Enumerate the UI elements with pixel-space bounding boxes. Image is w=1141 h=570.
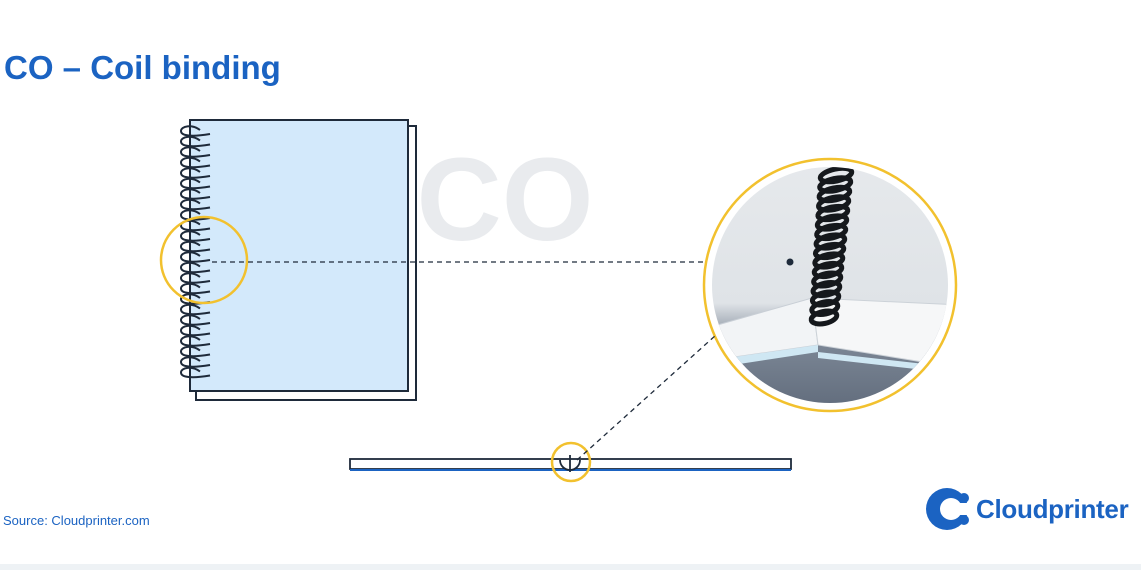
coil-loop	[179, 324, 211, 337]
zoom-circle-side	[550, 441, 592, 483]
focus-dot	[786, 258, 794, 266]
coil-loop	[179, 135, 211, 148]
coil-loop	[179, 356, 211, 368]
coil-loop	[179, 293, 211, 305]
notebook-illustration	[179, 119, 417, 401]
coil-photo	[702, 157, 958, 413]
page-title: CO – Coil binding	[4, 49, 281, 86]
photo-coil-loop	[814, 222, 849, 242]
coil-loop	[179, 188, 211, 200]
photo-coil-loop	[811, 270, 844, 289]
photo-coil-loop	[816, 184, 853, 204]
coil-loop	[179, 198, 211, 211]
coil-loop	[179, 335, 211, 347]
coil-loop	[179, 146, 211, 158]
notebook-cover	[189, 119, 409, 392]
coil-loop	[179, 366, 211, 379]
photo-coil-loop	[810, 279, 843, 299]
photo-coil-loop	[814, 213, 850, 232]
coil-loop	[179, 177, 211, 190]
coil-loop	[179, 261, 211, 274]
photo-coil-loop	[817, 167, 855, 185]
coil-loop	[179, 303, 211, 316]
coil-loop	[179, 251, 211, 263]
source-caption: Source: Cloudprinter.com	[3, 513, 150, 528]
cloudprinter-c-logo-icon	[926, 488, 970, 530]
coil-loop	[179, 230, 211, 242]
open-book-side-view	[349, 441, 792, 483]
photo-coil-loop	[813, 232, 848, 251]
coil-loop	[179, 272, 211, 284]
footer-band	[0, 564, 1141, 570]
photo-coil-loop	[811, 260, 845, 280]
photo-coil-loop	[817, 175, 854, 194]
photo-coil-loop	[808, 308, 840, 327]
photo-coil-loop	[812, 251, 846, 270]
coil-loop	[179, 282, 211, 295]
photo-coil-loop	[809, 299, 841, 317]
coil-loop	[179, 219, 211, 232]
coil-loop	[179, 314, 211, 326]
coil-loop	[179, 209, 211, 221]
spiral-coil	[179, 125, 211, 379]
coil-loop	[179, 156, 211, 169]
zoom-circle-notebook	[159, 215, 249, 305]
logo-text: Cloudprinter	[976, 493, 1129, 524]
coil-loop	[179, 167, 211, 179]
photo-coil-loop	[809, 289, 842, 308]
photo-coil-loop	[812, 241, 847, 261]
photo-coil-loop	[815, 203, 851, 223]
photo-coil-loop	[815, 194, 852, 213]
coil-loop	[179, 345, 211, 358]
coil-loop	[179, 240, 211, 253]
cloudprinter-logo: Cloudprinter	[924, 486, 1129, 532]
coil-loop	[179, 125, 211, 137]
watermark-text: CO	[417, 134, 594, 266]
connector-line-diagonal	[576, 334, 717, 461]
